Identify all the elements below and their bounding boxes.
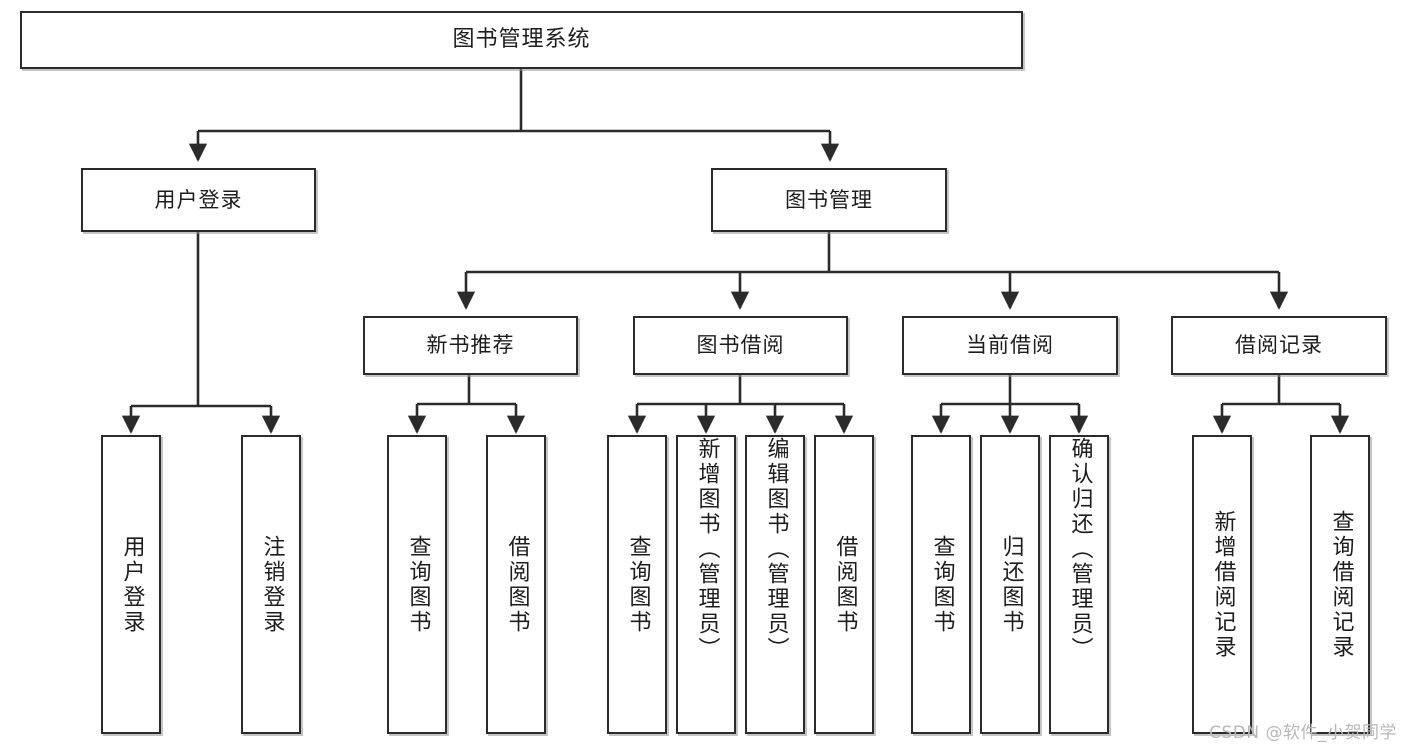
node-label: 当前借阅 — [966, 333, 1054, 358]
node-book-borrow[interactable]: 图书借阅 — [633, 316, 848, 375]
leaf-label: 编辑图书（管理员） — [763, 437, 789, 662]
leaf-label: 借阅图书 — [504, 534, 530, 635]
node-label: 借阅记录 — [1235, 333, 1323, 358]
leaf-label: 新增图书（管理员） — [694, 437, 720, 662]
csdn-watermark: CSDN @软件_小贺同学 — [1209, 723, 1397, 743]
leaf-label: 归还图书 — [998, 534, 1024, 635]
leaf-label: 确认归还（管理员） — [1067, 437, 1093, 662]
leaf-user-login-signin[interactable]: 用户登录 — [101, 435, 161, 734]
leaf-label: 查询图书 — [625, 534, 651, 635]
leaf-user-login-signout[interactable]: 注销登录 — [241, 435, 301, 734]
leaf-borrow-record-add[interactable]: 新增借阅记录 — [1192, 435, 1252, 734]
leaf-book-borrow-add[interactable]: 新增图书（管理员） — [676, 435, 736, 734]
node-label: 图书借阅 — [696, 333, 785, 358]
leaf-book-borrow-borrow[interactable]: 借阅图书 — [814, 435, 874, 734]
node-book-management[interactable]: 图书管理 — [711, 168, 947, 232]
leaf-label: 查询图书 — [929, 534, 955, 635]
node-current-borrow[interactable]: 当前借阅 — [902, 316, 1118, 375]
leaf-current-borrow-return[interactable]: 归还图书 — [980, 435, 1040, 734]
leaf-book-borrow-query[interactable]: 查询图书 — [607, 435, 667, 734]
leaf-borrow-record-query[interactable]: 查询借阅记录 — [1310, 435, 1370, 734]
node-borrow-record[interactable]: 借阅记录 — [1171, 316, 1387, 375]
leaf-label: 查询图书 — [405, 534, 431, 635]
node-new-book-recommend[interactable]: 新书推荐 — [363, 316, 578, 375]
node-root-system[interactable]: 图书管理系统 — [20, 11, 1023, 69]
node-label: 新书推荐 — [426, 333, 515, 358]
leaf-label: 注销登录 — [259, 534, 285, 635]
leaf-current-borrow-query[interactable]: 查询图书 — [911, 435, 971, 734]
leaf-label: 用户登录 — [119, 534, 145, 635]
leaf-new-book-borrow[interactable]: 借阅图书 — [486, 435, 546, 734]
leaf-label: 借阅图书 — [832, 534, 858, 635]
leaf-current-borrow-confirm[interactable]: 确认归还（管理员） — [1049, 435, 1109, 734]
node-label: 图书管理系统 — [452, 27, 591, 53]
node-label: 图书管理 — [785, 187, 873, 212]
leaf-label: 查询借阅记录 — [1328, 509, 1354, 660]
leaf-label: 新增借阅记录 — [1210, 509, 1236, 660]
node-user-login[interactable]: 用户登录 — [81, 168, 316, 232]
leaf-book-borrow-edit[interactable]: 编辑图书（管理员） — [745, 435, 805, 734]
leaf-new-book-query[interactable]: 查询图书 — [387, 435, 447, 734]
node-label: 用户登录 — [154, 187, 243, 212]
